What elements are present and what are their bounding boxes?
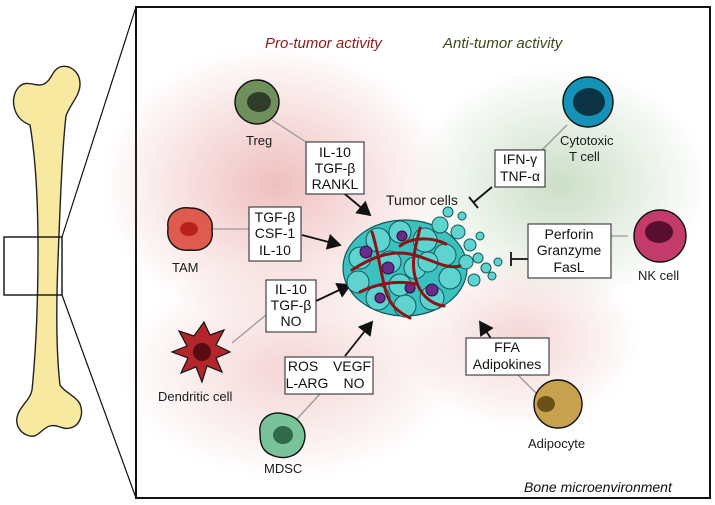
factor-label: TNF-α: [500, 168, 540, 184]
mdsc-cell-icon: [259, 412, 306, 459]
factor-box-frame: [248, 206, 302, 262]
pro-tumor-heading: Pro-tumor activity: [265, 35, 383, 52]
anti-tumor-heading: Anti-tumor activity: [442, 35, 564, 52]
factor-label: TGF-β: [271, 297, 312, 313]
treg-factors-box: IL-10 TGF-β RANKL: [305, 141, 365, 195]
factor-label: IL-10: [319, 144, 351, 160]
zoom-line-bottom: [61, 294, 137, 499]
mdsc-label: MDSC: [264, 461, 302, 476]
factor-box-frame: [284, 356, 374, 395]
factor-label: VEGF: [333, 358, 371, 374]
cytotoxic-t-cell-icon: [562, 76, 614, 128]
factor-label: IFN-γ: [503, 151, 537, 167]
factor-label: Adipokines: [473, 356, 542, 372]
adipocyte-factors-box: FFA Adipokines: [465, 337, 550, 376]
bone-illustration: [12, 65, 83, 437]
dendritic-factors-box: IL-10 TGF-β NO: [265, 279, 317, 333]
tam-factors-box: TGF-β CSF-1 IL-10: [248, 206, 302, 262]
factor-box-frame: [305, 141, 365, 195]
tumor-cluster: [342, 206, 503, 320]
dendritic-cell-icon: [170, 320, 232, 384]
adipocyte-icon: [533, 379, 583, 429]
cytotoxic-label-line2: T cell: [569, 149, 600, 164]
bone-microenvironment-label: Bone microenvironment: [524, 479, 673, 495]
treg-label: Treg: [246, 133, 272, 148]
factor-label: TGF-β: [315, 160, 356, 176]
adipocyte-label: Adipocyte: [528, 436, 585, 451]
factor-label: FasL: [553, 259, 584, 275]
factor-label: IL-10: [259, 242, 291, 258]
factor-label: TGF-β: [255, 209, 296, 225]
nk-factors-box: Perforin Granzyme FasL: [527, 223, 612, 279]
mdsc-factors-box: ROS VEGF L-ARG NO: [284, 356, 374, 395]
factor-label: RANKL: [312, 176, 359, 192]
factor-label: Granzyme: [537, 242, 602, 258]
cytotoxic-label-line1: Cytotoxic: [560, 133, 614, 148]
connector-lines: [212, 119, 628, 421]
zoom-region-box: [3, 236, 63, 296]
factor-label: CSF-1: [255, 225, 296, 241]
inhibition-arrows: [468, 186, 528, 266]
factor-label: ROS: [288, 358, 318, 374]
nk-cell-icon: [633, 209, 687, 263]
factor-box-frame: [265, 279, 317, 333]
factor-label: NO: [344, 375, 365, 391]
factor-label: IL-10: [275, 281, 307, 297]
factor-box-frame: [494, 149, 546, 188]
factor-label: Perforin: [544, 226, 593, 242]
factor-label: FFA: [494, 339, 520, 355]
factor-label: L-ARG: [286, 375, 329, 391]
nk-cell-label: NK cell: [638, 268, 679, 283]
factor-box-frame: [527, 223, 612, 279]
cytotoxic-factors-box: IFN-γ TNF-α: [494, 149, 546, 188]
factor-label: NO: [281, 313, 302, 329]
treg-cell-icon: [234, 79, 280, 125]
tam-cell-icon: [167, 207, 213, 251]
zoom-line-top: [61, 6, 137, 238]
tumor-cells-label: Tumor cells: [386, 192, 458, 208]
dendritic-cell-label: Dendritic cell: [158, 389, 233, 404]
factor-box-frame: [465, 337, 550, 376]
tam-label: TAM: [172, 260, 198, 275]
